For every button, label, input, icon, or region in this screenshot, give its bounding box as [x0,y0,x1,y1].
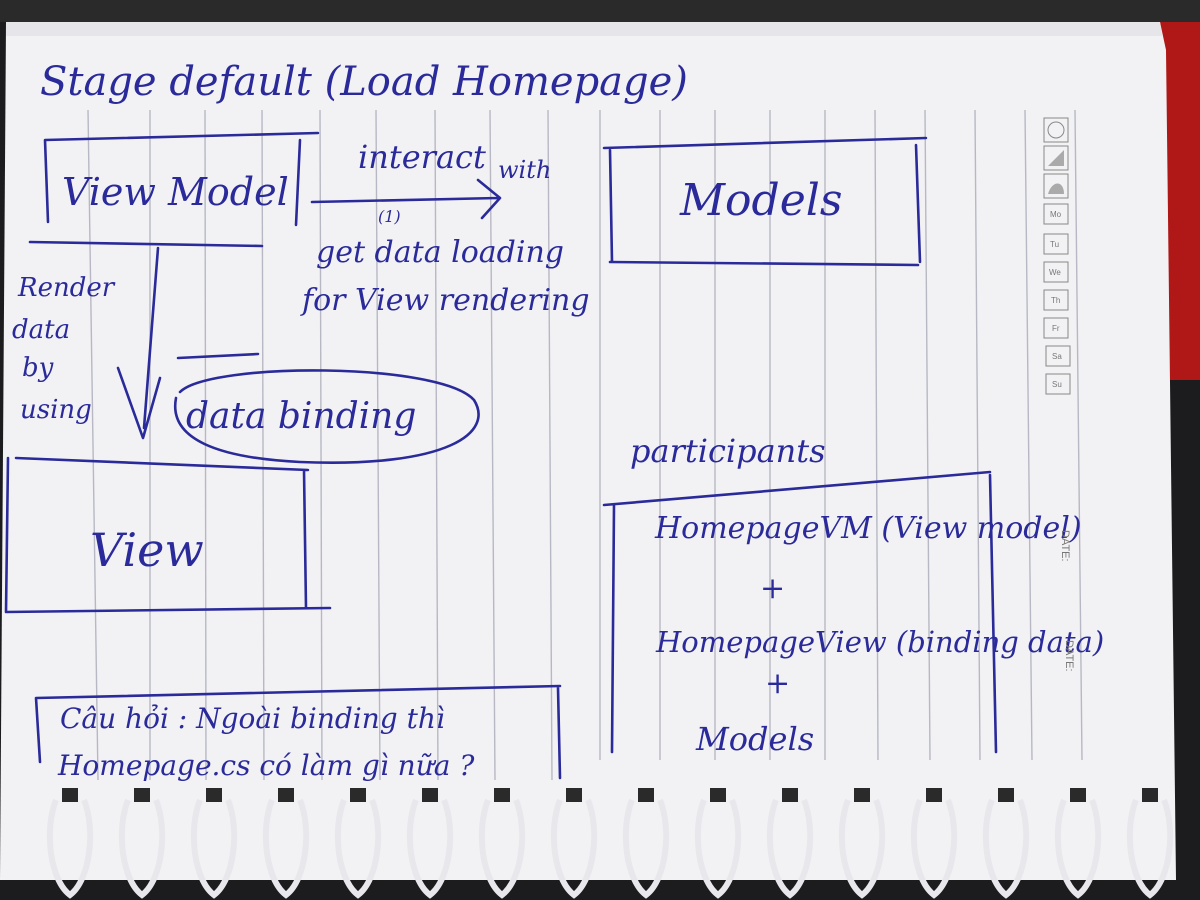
participants-box [602,470,998,754]
render-note-3: by [22,353,54,383]
day-fr: Fr [1052,324,1060,333]
spiral-ring [694,798,742,899]
rain-icon [1048,183,1064,194]
day-mo: Mo [1050,210,1062,219]
participant-models: Models [695,720,814,758]
question-line-2: Homepage.cs có làm gì nữa ? [57,749,475,782]
ruled-lines [87,109,1083,781]
participants-heading: participants [630,432,826,470]
interact-arrow [310,178,502,220]
get-data-label-2: for View rendering [300,283,590,318]
spiral-hole [350,788,366,802]
spiral-ring [622,798,670,899]
spiral-hole [854,788,870,802]
participant-homepage-view: HomepageView (binding data) [655,625,1104,659]
render-note-4: using [20,395,92,425]
cloud-icon [1048,150,1064,166]
day-sa: Sa [1052,352,1062,361]
spiral-hole [638,788,654,802]
view-box [4,456,332,614]
day-su: Su [1052,380,1062,389]
get-data-label-1: get data loading [316,235,564,270]
spiral-ring [982,798,1030,899]
render-note-1: Render [17,273,116,303]
participant-homepage-vm: HomepageVM (View model) [654,511,1082,546]
models-box [602,136,928,267]
data-binding-bubble [173,369,480,464]
spiral-ring [406,798,454,899]
spiral-ring [46,798,94,899]
day-tu: Tu [1050,240,1059,249]
view-model-label: View Model [62,170,289,214]
spiral-hole [1142,788,1158,802]
spiral-hole [62,788,78,802]
spiral-ring [1054,798,1102,899]
paper-edge [6,22,1162,36]
scribble-strike [176,352,260,360]
spiral-ring [118,798,166,899]
spiral-ring [478,798,526,899]
date-label-1: DATE: [1059,530,1071,562]
spiral-ring [190,798,238,899]
participant-plus-2: + [765,666,790,701]
spiral-hole [926,788,942,802]
step-label: (1) [378,207,401,226]
date-label-2: DATE: [1063,640,1075,672]
view-label: View [90,523,204,577]
spiral-hole [134,788,150,802]
spiral-ring [550,798,598,899]
spiral-hole [422,788,438,802]
day-sidebar: Mo Tu We Th Fr Sa Su [1043,117,1071,395]
day-we: We [1049,268,1061,277]
spiral-ring [262,798,310,899]
spiral-hole [998,788,1014,802]
spiral-ring [910,798,958,899]
spiral-hole [566,788,582,802]
spiral-ring [838,798,886,899]
spiral-binding [46,788,1174,899]
spiral-ring [766,798,814,899]
day-th: Th [1051,296,1060,305]
spiral-hole [278,788,294,802]
spiral-ring [1126,798,1174,899]
render-note-2: data [12,315,70,345]
data-binding-label: data binding [186,396,416,437]
spiral-hole [710,788,726,802]
sun-icon [1047,121,1065,139]
question-box [34,684,562,780]
question-line-1: Câu hỏi : Ngoài binding thì [60,702,445,735]
keyboard-edge [0,0,1200,22]
view-model-box [28,131,320,248]
spiral-hole [494,788,510,802]
with-label: with [498,156,551,184]
page-title: Stage default (Load Homepage) [40,59,688,105]
spiral-hole [1070,788,1086,802]
paper-sheet [0,22,1176,880]
models-label: Models [679,175,842,226]
spiral-hole [782,788,798,802]
red-cloth [1160,20,1200,380]
interact-label: interact [358,138,486,176]
spiral-hole [206,788,222,802]
spiral-ring [334,798,382,899]
participant-plus-1: + [760,571,785,606]
render-arrow [116,246,162,440]
